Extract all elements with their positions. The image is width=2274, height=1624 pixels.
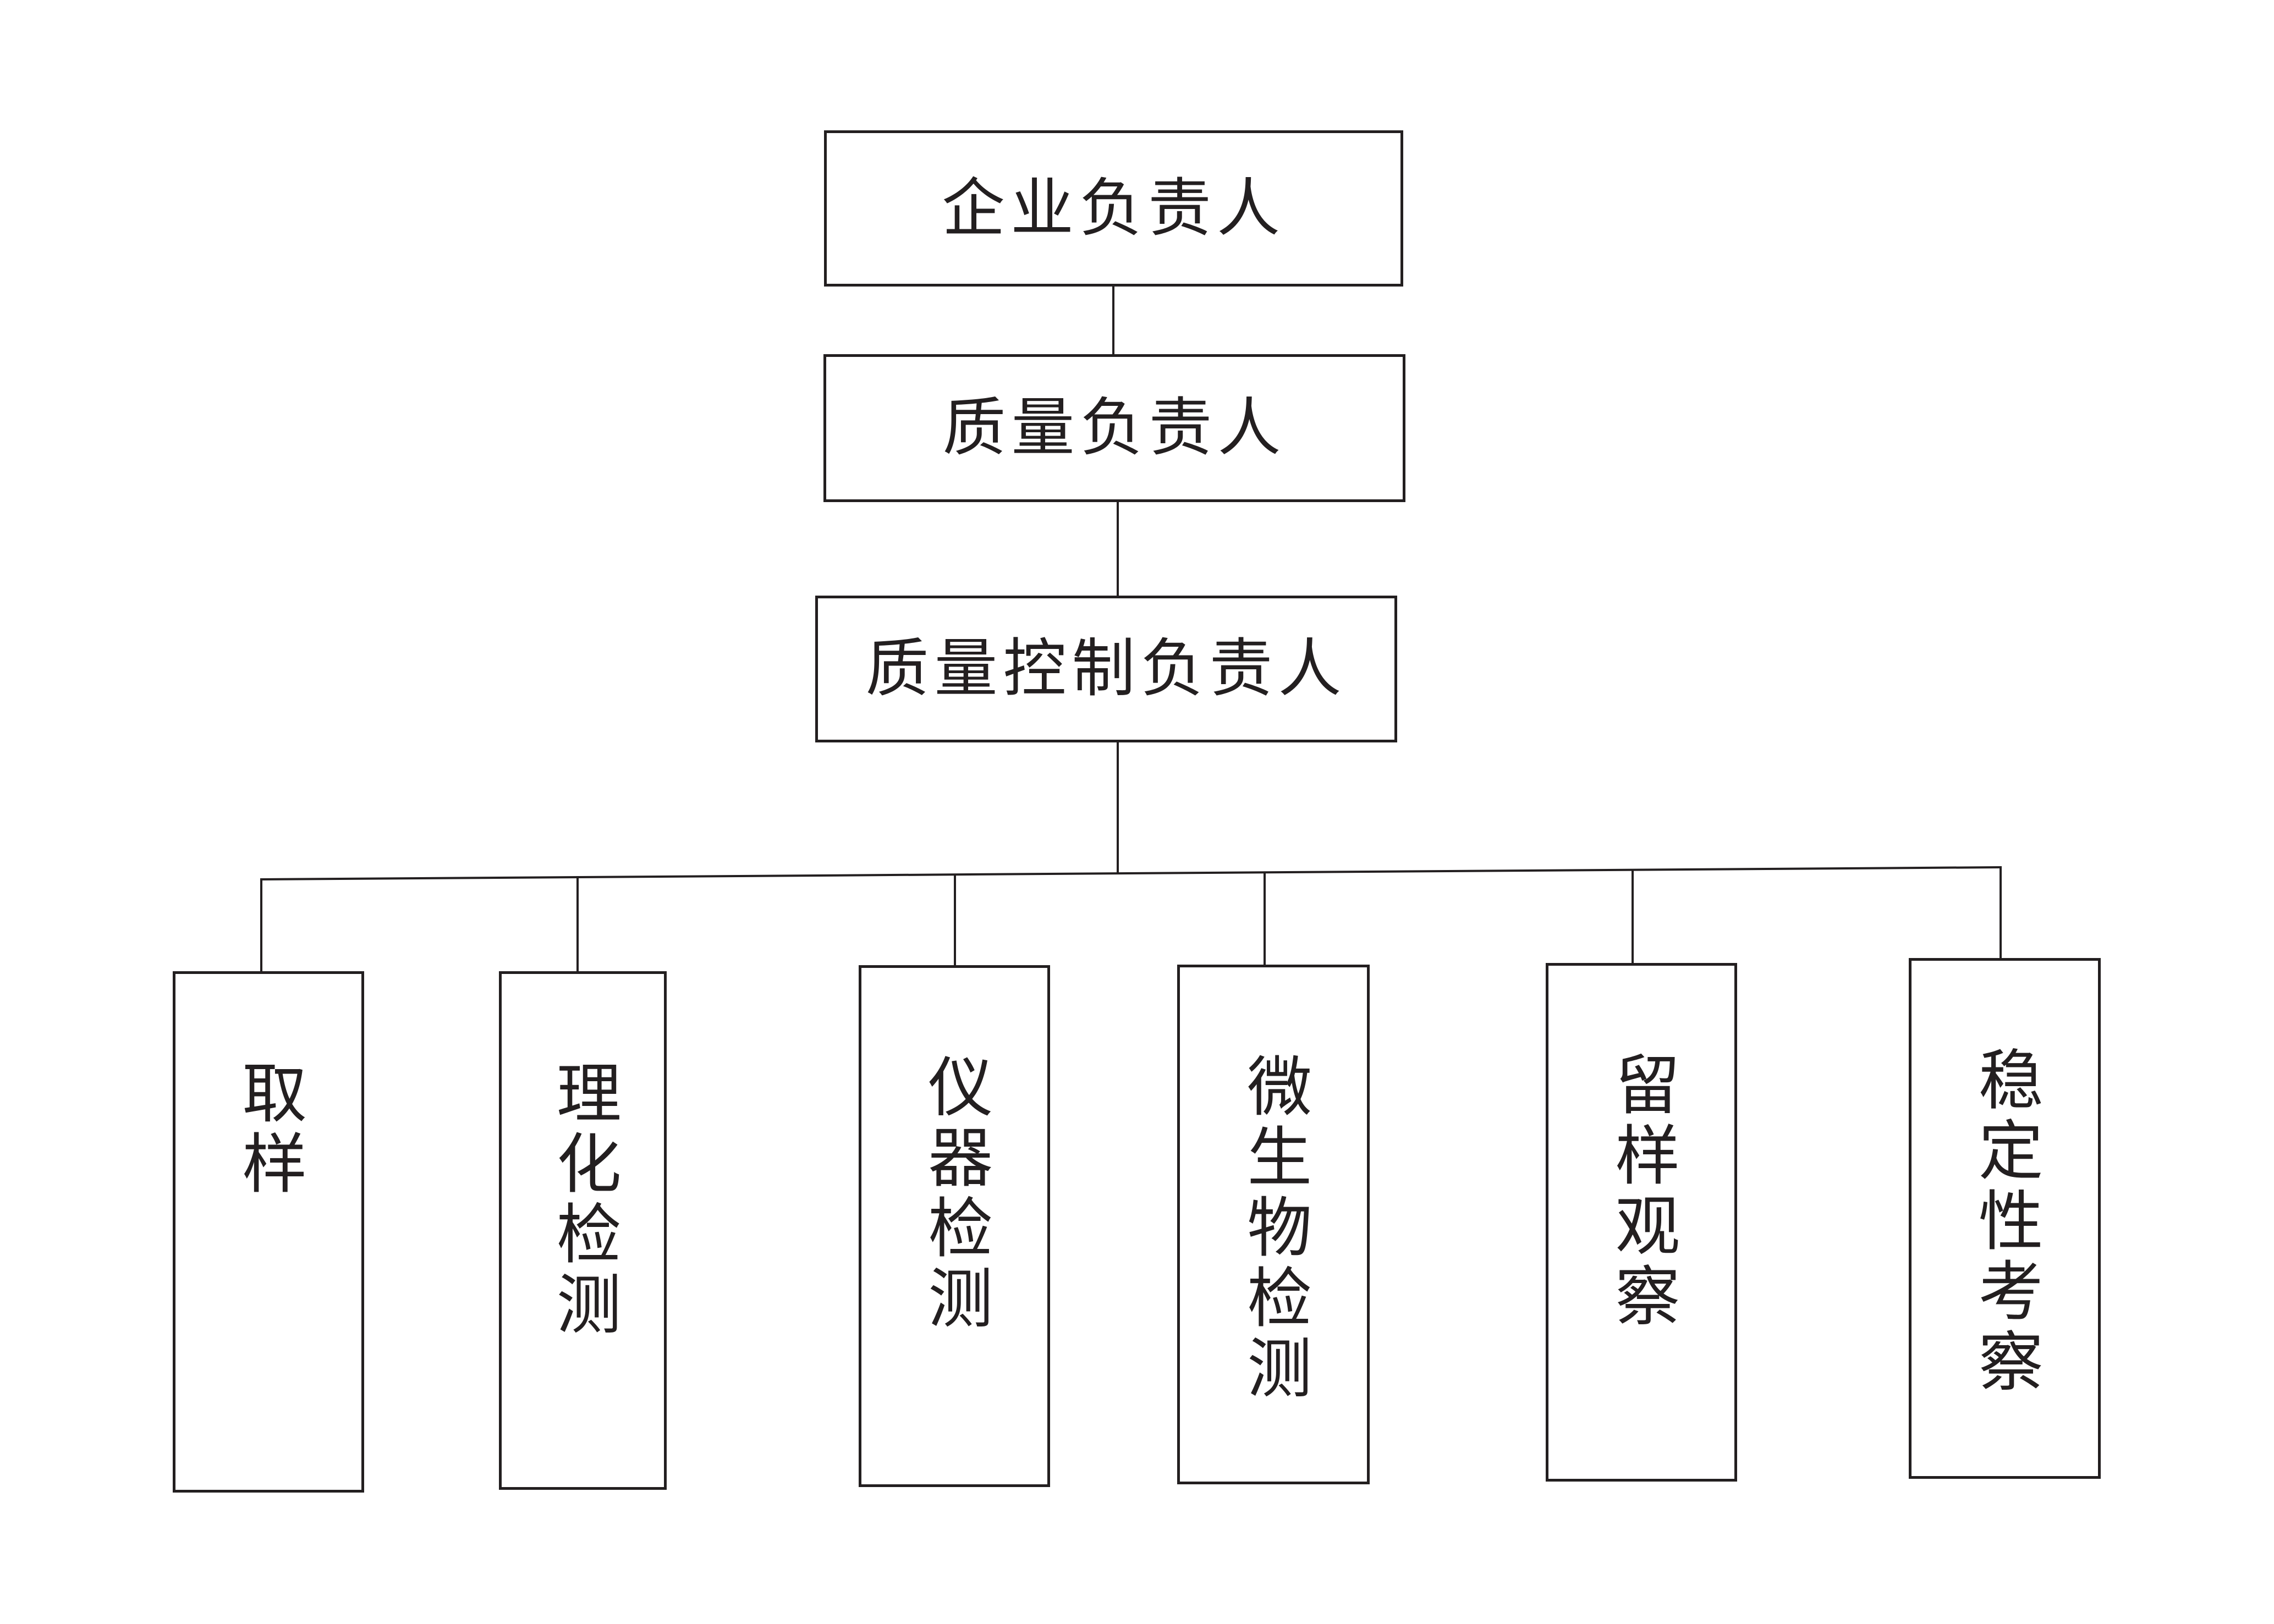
node-quality-control-head: 质量控制负责人 xyxy=(815,596,1397,742)
node-instrument-testing-label: 仪器检测 xyxy=(916,1053,993,1335)
node-physicochemical-testing-label: 理化检测 xyxy=(545,1059,622,1341)
node-retained-sample-observation-label: 留样观察 xyxy=(1603,1051,1680,1333)
node-sampling-label: 取样 xyxy=(230,1059,307,1200)
node-enterprise-head: 企业负责人 xyxy=(824,130,1403,287)
node-microbiological-testing: 微生物检测 xyxy=(1177,965,1370,1484)
node-quality-control-head-label: 质量控制负责人 xyxy=(865,632,1347,706)
node-retained-sample-observation: 留样观察 xyxy=(1546,963,1737,1482)
node-instrument-testing: 仪器检测 xyxy=(859,965,1050,1487)
node-sampling: 取样 xyxy=(173,971,364,1493)
node-stability-investigation: 稳定性考察 xyxy=(1909,958,2101,1479)
node-physicochemical-testing: 理化检测 xyxy=(499,971,667,1490)
node-quality-head: 质量负责人 xyxy=(823,354,1405,502)
node-stability-investigation-label: 稳定性考察 xyxy=(1967,1046,2044,1398)
node-quality-head-label: 质量负责人 xyxy=(942,391,1287,465)
node-microbiological-testing-label: 微生物检测 xyxy=(1235,1053,1312,1405)
node-enterprise-head-label: 企业负责人 xyxy=(941,171,1286,245)
